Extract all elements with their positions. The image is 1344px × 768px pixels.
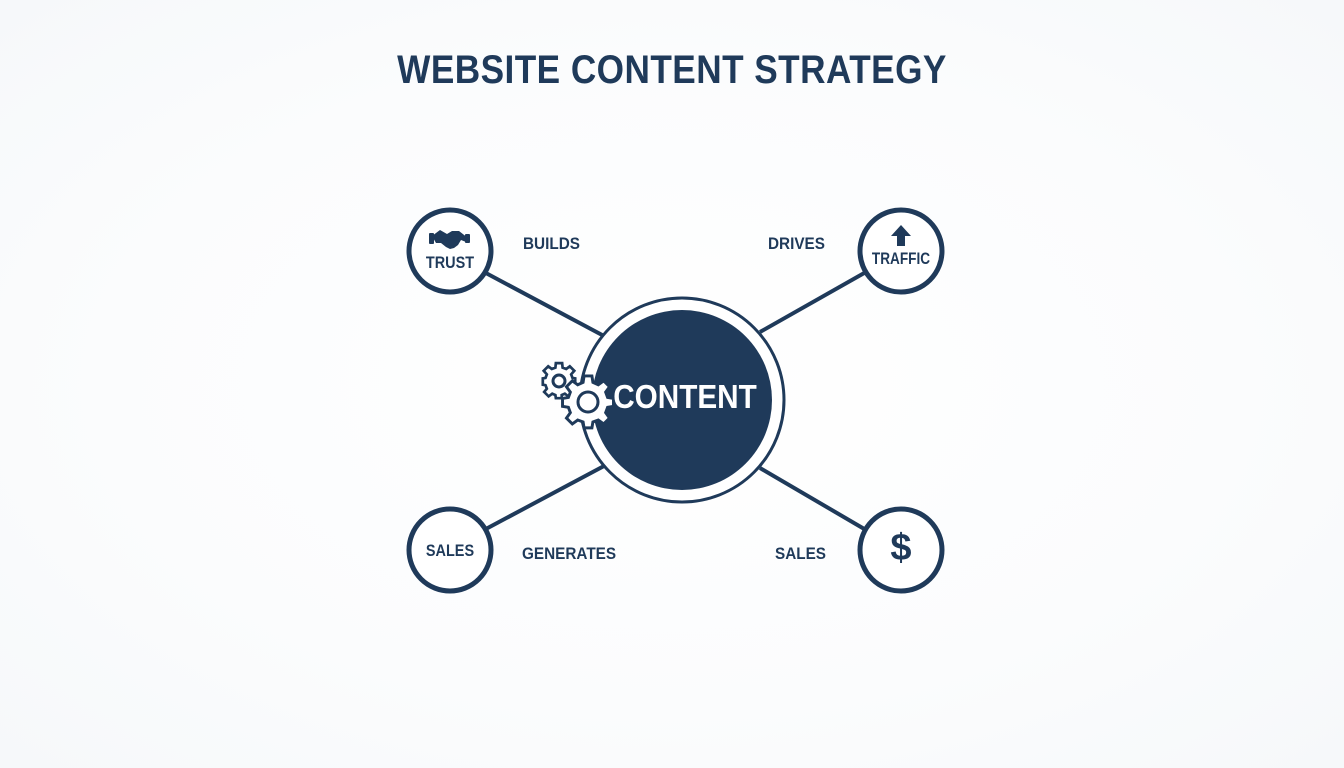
node-traffic (857, 207, 945, 295)
center-node (592, 310, 772, 490)
edge-label-generates: GENERATES (522, 544, 617, 563)
connector-trust (483, 270, 605, 338)
connector-sales-right (758, 466, 868, 532)
edge-label-drives: DRIVES (768, 234, 825, 253)
edge-label-sales: SALES (775, 544, 827, 563)
center-label: CONTENT (613, 378, 757, 415)
node-label-sales: SALES (425, 541, 475, 560)
gears-icon (541, 361, 615, 430)
node-sales-left (406, 506, 494, 594)
arrow-up-icon (891, 225, 911, 246)
node-label-trust: TRUST (425, 253, 475, 272)
handshake-icon (429, 230, 470, 249)
dollar-icon: $ (890, 527, 912, 569)
connector-sales-left (483, 464, 605, 532)
page-title: WEBSITE CONTENT STRATEGY (397, 48, 947, 92)
node-dollar (857, 506, 945, 594)
connector-traffic (759, 270, 867, 334)
node-trust (406, 207, 494, 295)
edge-label-builds: BUILDS (523, 234, 580, 253)
node-label-traffic: TRAFFIC (871, 249, 931, 268)
